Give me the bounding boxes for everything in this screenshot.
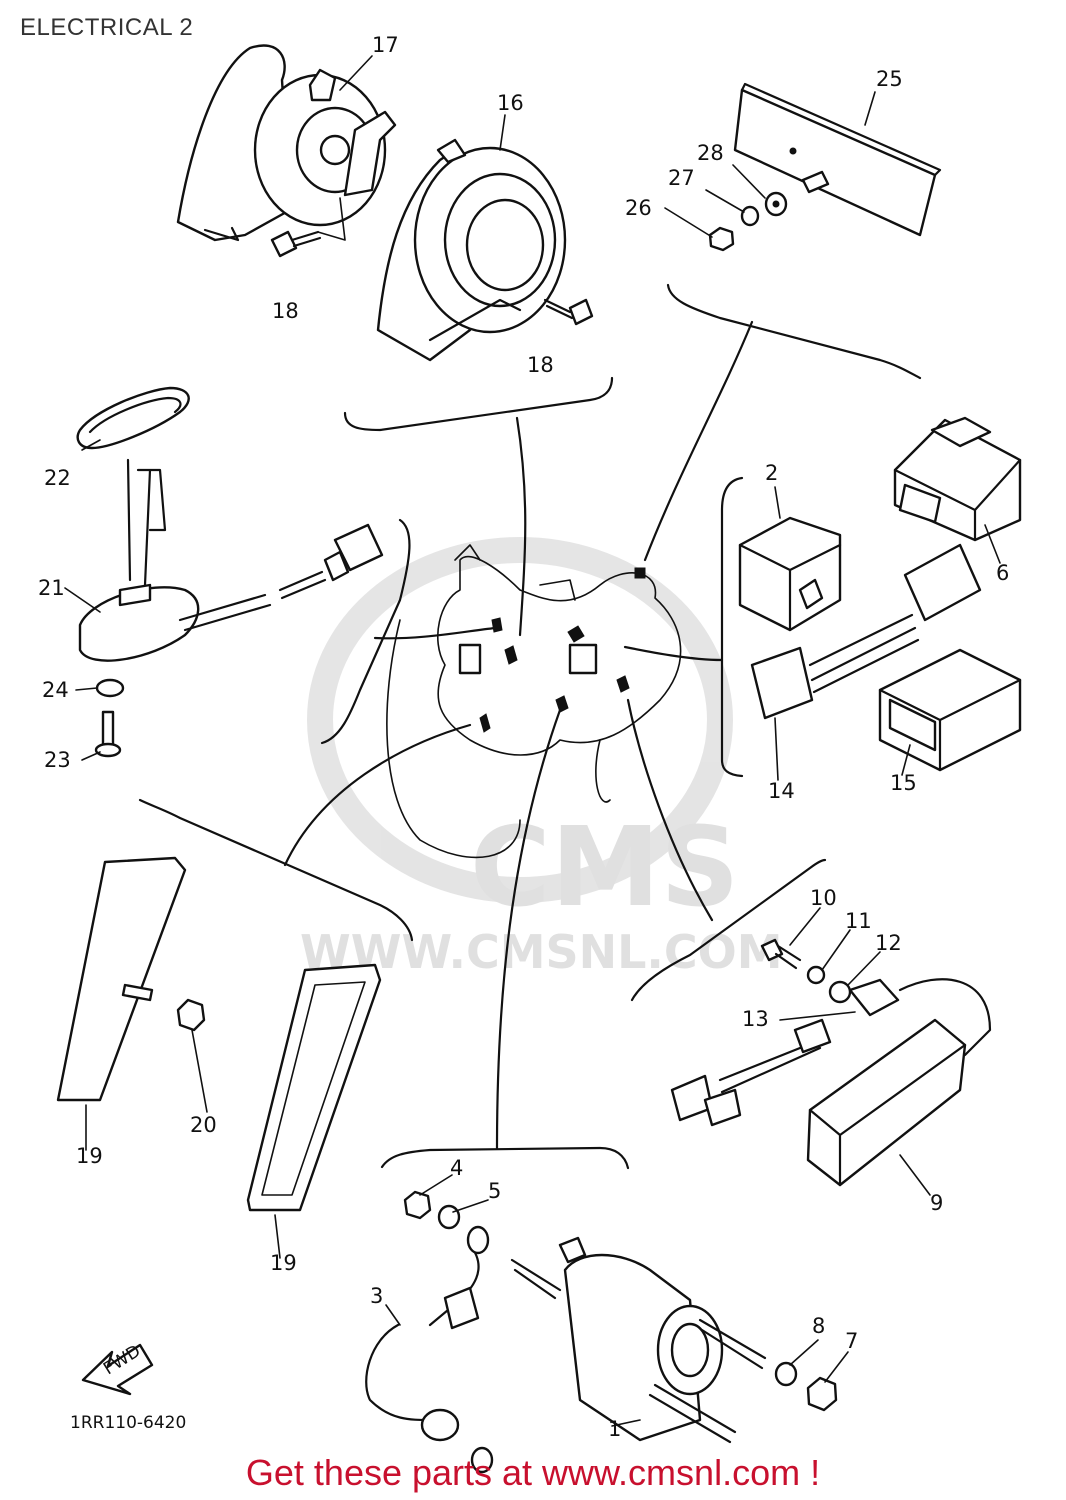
horn-17 <box>176 44 397 242</box>
washer-12 <box>828 980 852 1004</box>
horn-16 <box>376 138 567 362</box>
watermark: CMS WWW.CMSNL.COM <box>300 537 783 979</box>
reflector-19-top <box>56 856 187 1102</box>
callout-19-top: 19 <box>76 1144 103 1168</box>
nut-20 <box>176 998 206 1032</box>
callout-10: 10 <box>810 886 837 910</box>
callout-7: 7 <box>845 1329 858 1353</box>
reflector-19-bottom <box>246 963 382 1212</box>
callout-4: 4 <box>450 1156 463 1180</box>
callout-6: 6 <box>996 561 1009 585</box>
callout-1: 1 <box>608 1417 621 1441</box>
nut-26 <box>708 226 735 252</box>
rectifier-9 <box>670 978 992 1187</box>
bolt-10 <box>760 938 802 970</box>
gasket-22 <box>76 386 190 450</box>
plate-25 <box>733 82 942 237</box>
starter-relay-1 <box>510 1236 767 1444</box>
callout-25: 25 <box>876 67 903 91</box>
vehicle-outline <box>386 544 682 859</box>
callout-18-left: 18 <box>272 299 299 323</box>
callout-2: 2 <box>765 461 778 485</box>
callout-8: 8 <box>812 1314 825 1338</box>
washer-28 <box>764 191 788 217</box>
washer-11 <box>806 965 826 985</box>
washer-8 <box>774 1361 798 1387</box>
lead-wire-3 <box>365 1225 494 1474</box>
callout-27: 27 <box>668 166 695 190</box>
washer-24 <box>95 678 125 698</box>
callout-23: 23 <box>44 748 71 772</box>
unit-6 <box>893 416 1022 542</box>
callout-5: 5 <box>488 1179 501 1203</box>
sender-unit-21 <box>78 458 384 662</box>
callout-3: 3 <box>370 1284 383 1308</box>
callout-11: 11 <box>845 909 872 933</box>
callout-16: 16 <box>497 91 524 115</box>
fwd-arrow: FWD <box>81 1341 154 1396</box>
callout-19-bottom: 19 <box>270 1251 297 1275</box>
washer-27 <box>740 205 760 227</box>
screw-23 <box>94 710 122 758</box>
unit-15 <box>878 648 1022 772</box>
callout-9: 9 <box>930 1191 943 1215</box>
relay-2 <box>738 516 842 632</box>
washer-5 <box>437 1204 461 1230</box>
nut-7 <box>806 1376 838 1412</box>
page-title: ELECTRICAL 2 <box>20 14 194 41</box>
callout-21: 21 <box>38 576 65 600</box>
callout-15: 15 <box>890 771 917 795</box>
bolt-18-right <box>543 298 594 326</box>
callout-12: 12 <box>875 931 902 955</box>
bolt-18-left <box>270 230 322 258</box>
callout-18-right: 18 <box>527 353 554 377</box>
watermark-url: WWW.CMSNL.COM <box>300 925 783 979</box>
connector-14 <box>750 543 982 720</box>
callout-leaders <box>64 55 1001 1427</box>
nut-4 <box>403 1190 432 1220</box>
footer-link-text: Get these parts at www.cmsnl.com ! <box>245 1452 821 1493</box>
watermark-brand: CMS <box>470 803 739 931</box>
bolt-18-left-leader <box>317 197 346 241</box>
callout-28: 28 <box>697 141 724 165</box>
group-brackets <box>138 283 922 1170</box>
callout-24: 24 <box>42 678 69 702</box>
callout-22: 22 <box>44 466 71 490</box>
callout-20: 20 <box>190 1113 217 1137</box>
diagram-code: 1RR110-6420 <box>70 1413 186 1433</box>
callout-14: 14 <box>768 779 795 803</box>
callout-26: 26 <box>625 196 652 220</box>
callout-17: 17 <box>372 33 399 57</box>
callout-13: 13 <box>742 1007 769 1031</box>
callout-labels: 1 2 3 4 5 6 7 8 9 10 11 12 13 14 15 16 1… <box>38 33 1009 1441</box>
